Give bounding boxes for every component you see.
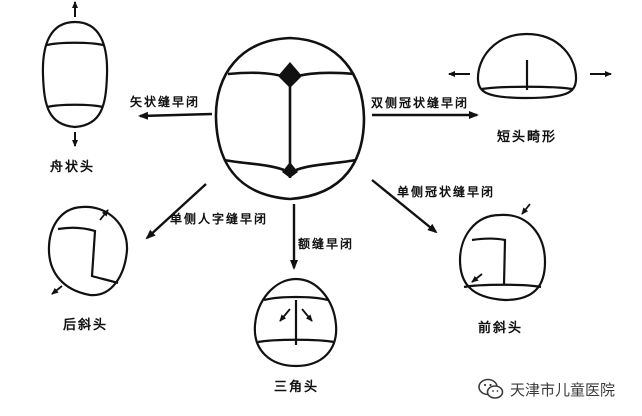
scaphocephaly-skull: [41, 20, 109, 129]
posterior-plagiocephaly-skull: [47, 205, 129, 297]
brachycephaly-skull: [476, 32, 578, 100]
anterior-plagiocephaly-skull: [458, 213, 547, 302]
label-brachycephaly: 短头畸形: [497, 130, 558, 145]
posterior-plagiocephaly-arrow-2: [51, 285, 63, 295]
anterior-plagiocephaly-arrow-1: [521, 203, 531, 215]
anterior-fontanelle: [278, 62, 302, 88]
posterior-plagiocephaly-arrow-1: [99, 209, 109, 221]
lambdoid-suture: [223, 158, 285, 172]
label-trigonocephaly: 三角头: [274, 380, 320, 395]
trigonocephaly-arrow-right: [301, 308, 313, 322]
label-metopic-synostosis: 额缝早闭: [298, 237, 355, 251]
coronal-suture: [227, 71, 287, 79]
posterior-fontanelle: [282, 162, 298, 178]
trigonocephaly-skull: [253, 277, 338, 368]
label-posterior-plagiocephaly: 后斜头: [63, 318, 109, 333]
arrow-to-anterior-plagiocephaly: [371, 179, 438, 234]
label-scaphocephaly: 舟状头: [50, 160, 96, 175]
label-bilateral-coronal-synostosis: 双侧冠状缝早闭: [371, 96, 470, 110]
label-anterior-plagiocephaly: 前斜头: [478, 321, 524, 336]
arrow-to-posterior-plagiocephaly: [145, 183, 207, 240]
anterior-plagiocephaly-arrow-2: [471, 273, 483, 283]
arrow-to-scaphocephaly: [138, 111, 213, 120]
watermark-text: 天津市儿童医院: [510, 380, 616, 399]
label-unilateral-lambdoid-synostosis: 单侧人字缝早闭: [170, 212, 269, 226]
wechat-icon: [478, 378, 504, 399]
label-sagittal-synostosis: 矢状缝早闭: [130, 95, 201, 109]
trigonocephaly-arrow-left: [279, 308, 291, 322]
label-unilateral-coronal-synostosis: 单侧冠状缝早闭: [397, 185, 496, 199]
watermark: 天津市儿童医院: [478, 378, 615, 400]
